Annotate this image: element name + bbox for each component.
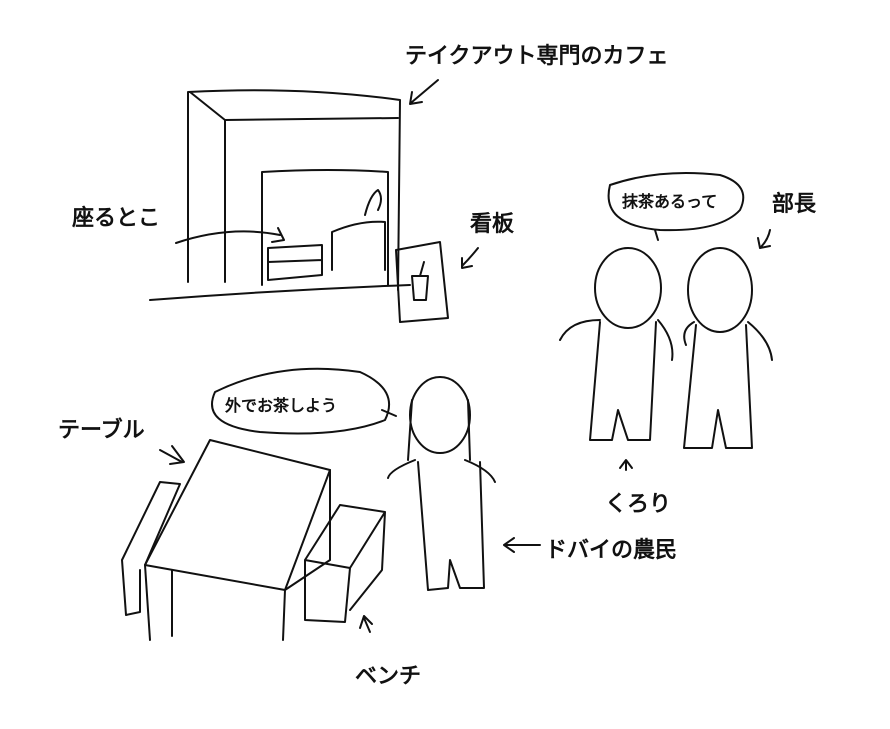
sign-board — [395, 241, 479, 323]
table-label: テーブル — [58, 418, 145, 443]
cafe-label: テイクアウト専門のカフェ — [405, 44, 669, 69]
farmer-arrow — [503, 537, 541, 553]
farmer-label: ドバイの農民 — [545, 538, 678, 563]
farmer-speech-bubble — [211, 367, 397, 435]
farmer-speech-text: 外でお茶しよう — [225, 396, 338, 415]
table — [144, 439, 331, 641]
buchou-label: 部長 — [772, 192, 817, 217]
kurori-arrow — [619, 459, 633, 471]
buchou-figure — [683, 229, 773, 449]
sign-label: 看板 — [470, 212, 515, 237]
cafe-arrow — [409, 79, 439, 105]
cafe-building — [149, 89, 411, 301]
kurori-figure — [559, 247, 674, 441]
seat-label: 座るとこ — [72, 206, 161, 231]
kurori-label: くろり — [605, 492, 672, 517]
farmer-figure — [387, 376, 496, 591]
kurori-speech-text: 抹茶あるって — [622, 192, 718, 211]
kurori-speech-bubble — [607, 171, 745, 241]
bench-left — [121, 481, 181, 616]
bench-right — [304, 504, 386, 633]
bench-label: ベンチ — [355, 664, 422, 689]
